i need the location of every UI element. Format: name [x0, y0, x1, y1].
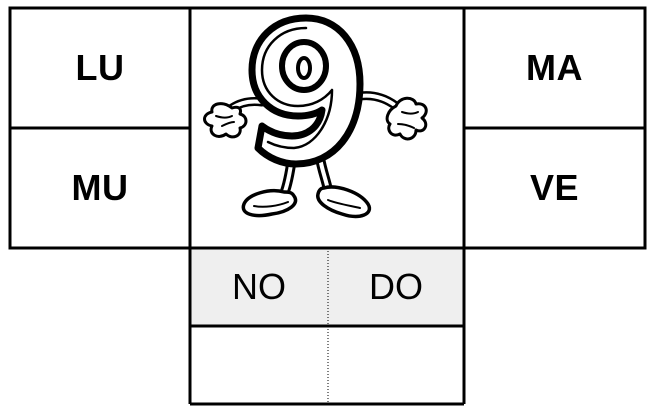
- day-cell-fri: VE: [464, 128, 645, 248]
- day-cell-tue: MA: [464, 8, 645, 128]
- label-mon: LU: [76, 47, 125, 89]
- day-cell-wed: MU: [10, 128, 190, 248]
- label-tue: MA: [526, 47, 583, 89]
- weekend-blank-sat: [190, 326, 328, 404]
- label-fri: VE: [530, 167, 579, 209]
- weekend-blank-sun: [328, 326, 464, 404]
- label-sat: NO: [232, 266, 286, 308]
- day-cell-mon: LU: [10, 8, 190, 128]
- weekend-cell-sun: DO: [328, 248, 464, 326]
- weekend-cell-sat: NO: [190, 248, 328, 326]
- label-wed: MU: [72, 167, 129, 209]
- label-sun: DO: [369, 266, 423, 308]
- number-nine-mascot-icon: [192, 8, 463, 248]
